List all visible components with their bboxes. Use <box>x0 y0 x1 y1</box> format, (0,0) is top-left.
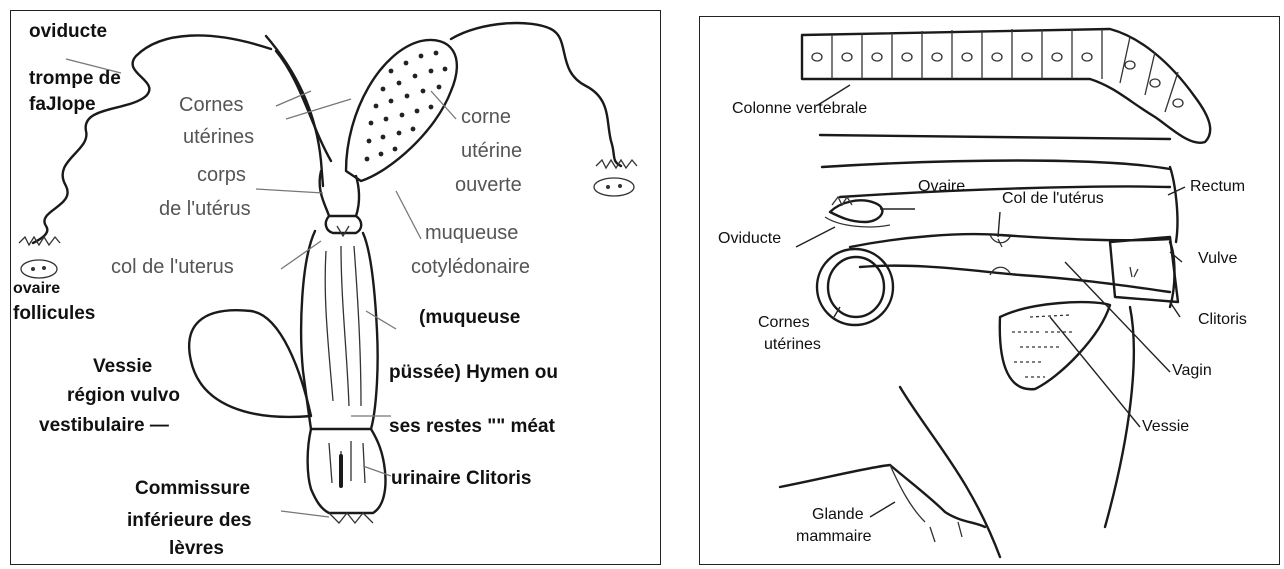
label-vulvo-1: région vulvo <box>67 386 180 405</box>
label-follicules: follicules <box>13 304 95 323</box>
label-ovaire: ovaire <box>13 281 60 297</box>
opened-uterine-horn <box>346 40 457 181</box>
label-vagin: Vagin <box>1172 363 1212 379</box>
cervix-band <box>326 216 361 233</box>
cotyledon-dots <box>365 51 448 162</box>
vulvar-vestibule <box>308 429 386 513</box>
label-commissure-2: inférieure des <box>127 511 252 530</box>
label-rectum: Rectum <box>1190 179 1245 195</box>
label-vulve: Vulve <box>1198 251 1237 267</box>
label-vessie-right: Vessie <box>1142 419 1189 435</box>
left-uterine-horn-outer <box>266 36 323 186</box>
label-commissure-1: Commissure <box>135 479 250 498</box>
label-oviducte-right: Oviducte <box>718 231 781 247</box>
abdominal-line <box>900 387 1000 557</box>
uterus-lower-wall <box>860 266 1170 292</box>
right-diagram-panel: Colonne vertebrale Ovaire Col de l'utéru… <box>699 16 1280 565</box>
label-hymen-1: (muqueuse <box>419 308 520 327</box>
vagina-outline <box>301 231 377 429</box>
label-cornes-2: utérines <box>183 127 254 147</box>
label-vulvo-2: vestibulaire — <box>39 416 169 435</box>
label-ovaire-right: Ovaire <box>918 179 965 195</box>
label-cornes-right-2: utérines <box>764 337 821 353</box>
label-trompe-1: trompe de <box>29 69 121 88</box>
label-cornes-right-1: Cornes <box>758 315 810 331</box>
label-muqueuse-1: muqueuse <box>425 223 518 243</box>
label-muqueuse-2: cotylédonaire <box>411 257 530 277</box>
body-line-upper <box>820 135 1170 139</box>
bladder-outline <box>189 310 311 417</box>
label-vessie: Vessie <box>93 357 152 376</box>
label-hymen-3: ses restes "" méat <box>389 417 555 436</box>
label-oviducte: oviducte <box>29 22 107 41</box>
label-cornes-1: Cornes <box>179 95 243 115</box>
label-corps-2: de l'utérus <box>159 199 251 219</box>
label-glande-2: mammaire <box>796 529 872 545</box>
label-glande-1: Glande <box>812 507 864 523</box>
label-clitoris: Clitoris <box>1198 312 1247 328</box>
uterine-body <box>320 171 359 216</box>
label-col-right: Col de l'utérus <box>1002 191 1104 207</box>
label-hymen-2: püssée) Hymen ou <box>389 363 558 382</box>
label-corne-2: utérine <box>461 141 522 161</box>
left-anatomy-drawing <box>11 11 660 564</box>
left-ovary-shape <box>21 260 57 278</box>
label-corne-3: ouverte <box>455 175 522 195</box>
mammary-gland-shape <box>780 465 985 527</box>
label-col-uterus: col de l'uterus <box>111 257 234 277</box>
label-trompe-2: faJIope <box>29 95 96 114</box>
left-diagram-panel: oviducte trompe de faJIope Cornes utérin… <box>10 10 661 565</box>
vagina-folds <box>325 246 361 406</box>
label-colonne: Colonne vertebrale <box>732 101 867 117</box>
vertebral-column <box>802 29 1210 143</box>
perineum-line <box>1170 167 1177 242</box>
right-ovary-shape <box>594 178 634 196</box>
label-corps-1: corps <box>197 165 246 185</box>
label-corne-1: corne <box>461 107 511 127</box>
ovary-shape <box>830 200 882 222</box>
label-hymen-4: urinaire Clitoris <box>391 469 531 488</box>
left-uterine-horn-inner <box>276 51 331 161</box>
label-commissure-3: lèvres <box>169 539 224 558</box>
lower-commissure <box>329 513 373 523</box>
hind-leg-line <box>1105 307 1134 527</box>
rectum-upper <box>822 161 1170 170</box>
